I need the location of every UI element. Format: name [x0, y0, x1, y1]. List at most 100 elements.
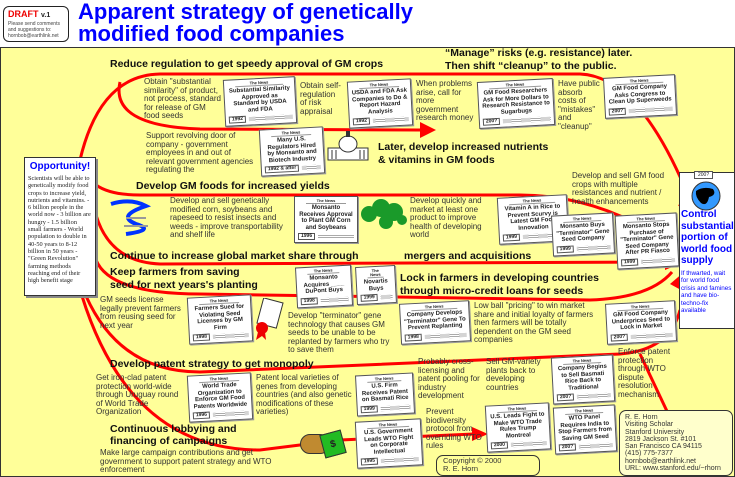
- draft-label: DRAFT: [8, 9, 39, 19]
- clipping-year: 200?: [610, 333, 629, 342]
- clipping-year: 1992 & after: [264, 164, 300, 174]
- text-lowball: Low ball "pricing" to win market share a…: [474, 301, 594, 345]
- heading-keep-1: Keep farmers from saving: [110, 266, 240, 278]
- clipping-headline: GM Food Company Underprices Seed to Lock…: [611, 309, 671, 332]
- page-title: Apparent strategy of genetically modifie…: [78, 1, 413, 45]
- copyright-line2: R. E. Horn: [443, 464, 479, 474]
- opportunity-heading: Opportunity!: [29, 161, 91, 172]
- text-campaign: Make large campaign contributions and ge…: [100, 448, 272, 475]
- draft-note: Please send comments and suggestions to:…: [8, 21, 60, 39]
- clipping-year: 1995: [360, 457, 379, 466]
- text-absorb: Have public absorb costs of "mistakes" a…: [558, 79, 600, 131]
- heading-mergers: mergers and acquisitions: [404, 250, 532, 262]
- author-name: R. E. Horn: [625, 414, 658, 421]
- author-phone: (415) 775-7377: [625, 450, 673, 458]
- heading-keep-2: seed for next years's planting: [110, 279, 258, 291]
- clipping-year: 1996: [192, 411, 211, 420]
- author-line: Visiting Scholar: [625, 421, 674, 429]
- text-selfreg: Obtain self-regulation of risk appraisal: [300, 81, 341, 116]
- path-lobby: [80, 295, 475, 452]
- clipping-headline: World Trade Organization to Enforce GM F…: [193, 382, 248, 410]
- certificate-icon: [256, 298, 284, 340]
- clipping-headline: U.S. Leads Fight to Make WTO Trade Rules…: [490, 411, 545, 440]
- text-sellback: Sell GM-variety plants back to developin…: [486, 357, 541, 392]
- heading-lock-1: Lock in farmers in developing countries: [400, 272, 599, 284]
- path-keep: [94, 259, 674, 302]
- clipping-year: 1992: [228, 115, 247, 124]
- clipping-headline: U.S. Firm Receives Patent on Basmati Ric…: [361, 382, 409, 404]
- arrow-icon: [472, 427, 488, 441]
- clipping-year: 1999: [360, 404, 379, 413]
- copyright-line1: Copyright © 2000: [443, 456, 502, 465]
- author-contact-box: R. E. Horn Visiting Scholar Stanford Uni…: [619, 410, 733, 476]
- clipping-headline: Farmers Sued for Violating Seed Licenses…: [194, 303, 245, 331]
- clipping-headline: Company Begins to Sell Basmati Rice Back…: [557, 363, 608, 392]
- clipping-year: 1999: [502, 233, 521, 242]
- clipping-headline: Company Develops "Terminator" Gene To Pr…: [403, 309, 466, 332]
- clipping-year: 1998: [192, 333, 211, 342]
- text-cross: Probably cross-licensing and patent pool…: [418, 357, 480, 401]
- title-line2: modified food companies: [78, 21, 345, 46]
- goal-subtext: If thwarted, wait for world food crisis …: [681, 269, 732, 315]
- text-terminator: Develop "terminator" gene technology tha…: [288, 311, 390, 355]
- clipping-headline: Substantial Similarity Approved as Stand…: [228, 85, 291, 114]
- clipping-year: 1999: [620, 257, 639, 266]
- author-url: URL: www.stanford.edu/~rhorn: [625, 465, 721, 473]
- heading-lobby-1: Continuous lobbying and: [110, 423, 237, 435]
- text-ironclad: Get iron-clad patent protection world-wi…: [96, 373, 179, 417]
- heading-lobby-2: financing of campaigns: [110, 435, 228, 447]
- text-license: GM seeds license legally prevent farmers…: [100, 295, 181, 330]
- clipping-year: 1999: [556, 245, 575, 253]
- capitol-building-icon: [327, 131, 369, 161]
- author-line: San Francisco CA 94115: [625, 443, 702, 451]
- heading-manage-1: “Manage” risks (e.g. resistance) later.: [445, 47, 633, 59]
- heading-lock-2: through micro-credit loans for seeds: [400, 285, 584, 297]
- clipping-headline: Monsanto Acquires ____ DuPont Buys: [303, 274, 345, 295]
- goal-heading: Control substantial portion of world foo…: [681, 209, 734, 266]
- text-multiple: Develop and sell GM food crops with mult…: [572, 171, 665, 206]
- clipping-headline: GM Food Researchers Ask for More Dollars…: [482, 87, 551, 116]
- clipping-year: 1998: [300, 296, 319, 305]
- clipping-headline: Novartis Buys: [363, 278, 388, 292]
- title-line1: Apparent strategy of genetically: [78, 0, 413, 24]
- plant-icon: [361, 199, 407, 229]
- path-regulation-loop: [117, 81, 421, 132]
- heading-manage-2: Then shift “cleanup” to the public.: [445, 60, 617, 72]
- clipping-year: 1999: [360, 293, 378, 302]
- heading-patent: Develop patent strategy to get monopoly: [110, 358, 314, 370]
- text-corn: Develop and sell genetically modified co…: [170, 196, 283, 240]
- clipping-headline: Monsanto Receives Approval to Plant GM C…: [299, 205, 353, 231]
- opportunity-box: Opportunity! Scientists will be able to …: [24, 157, 96, 296]
- dna-helix-icon: [110, 199, 152, 236]
- copyright-box: Copyright © 2000 R. E. Horn: [436, 455, 540, 476]
- text-local: Patent local varieties of genes from dev…: [256, 373, 352, 417]
- clipping-year: 1998: [404, 333, 423, 342]
- heading-yields: Develop GM foods for increased yields: [136, 180, 330, 192]
- author-line: Stanford University: [625, 428, 685, 436]
- version: v.1: [41, 12, 51, 19]
- draft-box: DRAFT v.1 Please send comments and sugge…: [3, 6, 69, 42]
- heading-market: Continue to increase global market share…: [110, 250, 359, 262]
- clipping-year: 200?: [482, 117, 501, 126]
- globe-icon: [691, 181, 721, 211]
- newspaper-name: The News: [306, 199, 346, 204]
- clipping-year: 200?: [556, 393, 575, 402]
- clipping-headline: Many U.S. Regulators Hired by Monsanto a…: [267, 136, 317, 164]
- clipping-headline: GM Food Company Asks Congress to Clean U…: [608, 83, 672, 106]
- money-handshake-icon: $: [300, 428, 350, 460]
- heading-nutrients-2: & vitamins in GM foods: [378, 154, 495, 166]
- clipping-headline: U.S. Government Leads WTO Fight on Corpo…: [363, 427, 414, 456]
